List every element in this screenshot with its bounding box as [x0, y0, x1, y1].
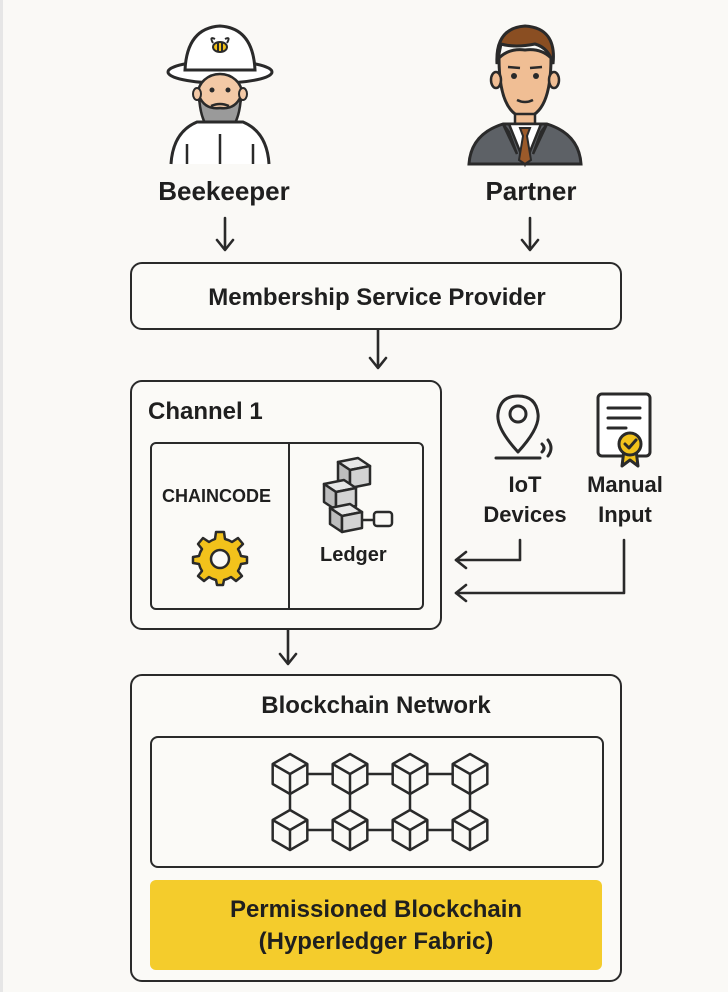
linked-blocks-icon — [271, 752, 489, 852]
iot-label-line1: IoT — [508, 472, 542, 497]
left-edge-line — [0, 0, 3, 992]
block-icon — [271, 808, 309, 852]
gear-icon — [191, 530, 249, 587]
certificate-document-icon — [596, 392, 652, 468]
arrow-iot-to-channel — [454, 538, 522, 570]
partner-label: Partner — [485, 176, 577, 206]
manual-label-line1: Manual — [587, 472, 663, 497]
channel-divider — [288, 444, 290, 608]
permissioned-banner: Permissioned Blockchain (Hyperledger Fab… — [150, 880, 602, 970]
cubes-icon — [322, 456, 394, 534]
block-icon — [271, 752, 309, 796]
manual-label-line2: Input — [598, 502, 652, 527]
chaincode-label: CHAINCODE — [162, 486, 272, 506]
block-icon — [391, 808, 429, 852]
beekeeper-label: Beekeeper — [158, 176, 290, 206]
arrow-partner-to-msp — [520, 216, 540, 252]
msp-label: Membership Service Provider — [208, 284, 546, 311]
banner-line2: (Hyperledger Fabric) — [258, 928, 494, 955]
location-signal-icon — [494, 394, 553, 460]
block-icon — [451, 752, 489, 796]
arrow-msp-to-channel — [368, 328, 388, 370]
channel-box: Channel 1 CHAINCODE — [130, 380, 442, 630]
arrow-channel-to-network — [278, 628, 298, 666]
arrow-beekeeper-to-msp — [215, 216, 235, 252]
beekeeper-icon — [166, 24, 274, 165]
channel-title: Channel 1 — [148, 398, 263, 425]
block-icon — [331, 752, 369, 796]
block-icon — [331, 808, 369, 852]
block-icon — [391, 752, 429, 796]
iot-label-line2: Devices — [483, 502, 567, 527]
block-icon — [451, 808, 489, 852]
blocks-panel — [150, 736, 604, 868]
arrow-manual-to-channel — [454, 538, 626, 603]
ledger-label: Ledger — [320, 544, 387, 566]
businessman-icon — [467, 24, 583, 168]
membership-service-provider-box: Membership Service Provider — [130, 262, 622, 330]
blockchain-network-box: Blockchain Network Permissioned Blockcha… — [130, 674, 622, 982]
banner-line1: Permissioned Blockchain — [229, 896, 523, 923]
network-title: Blockchain Network — [261, 692, 491, 719]
channel-inner-box: CHAINCODE — [150, 442, 424, 610]
